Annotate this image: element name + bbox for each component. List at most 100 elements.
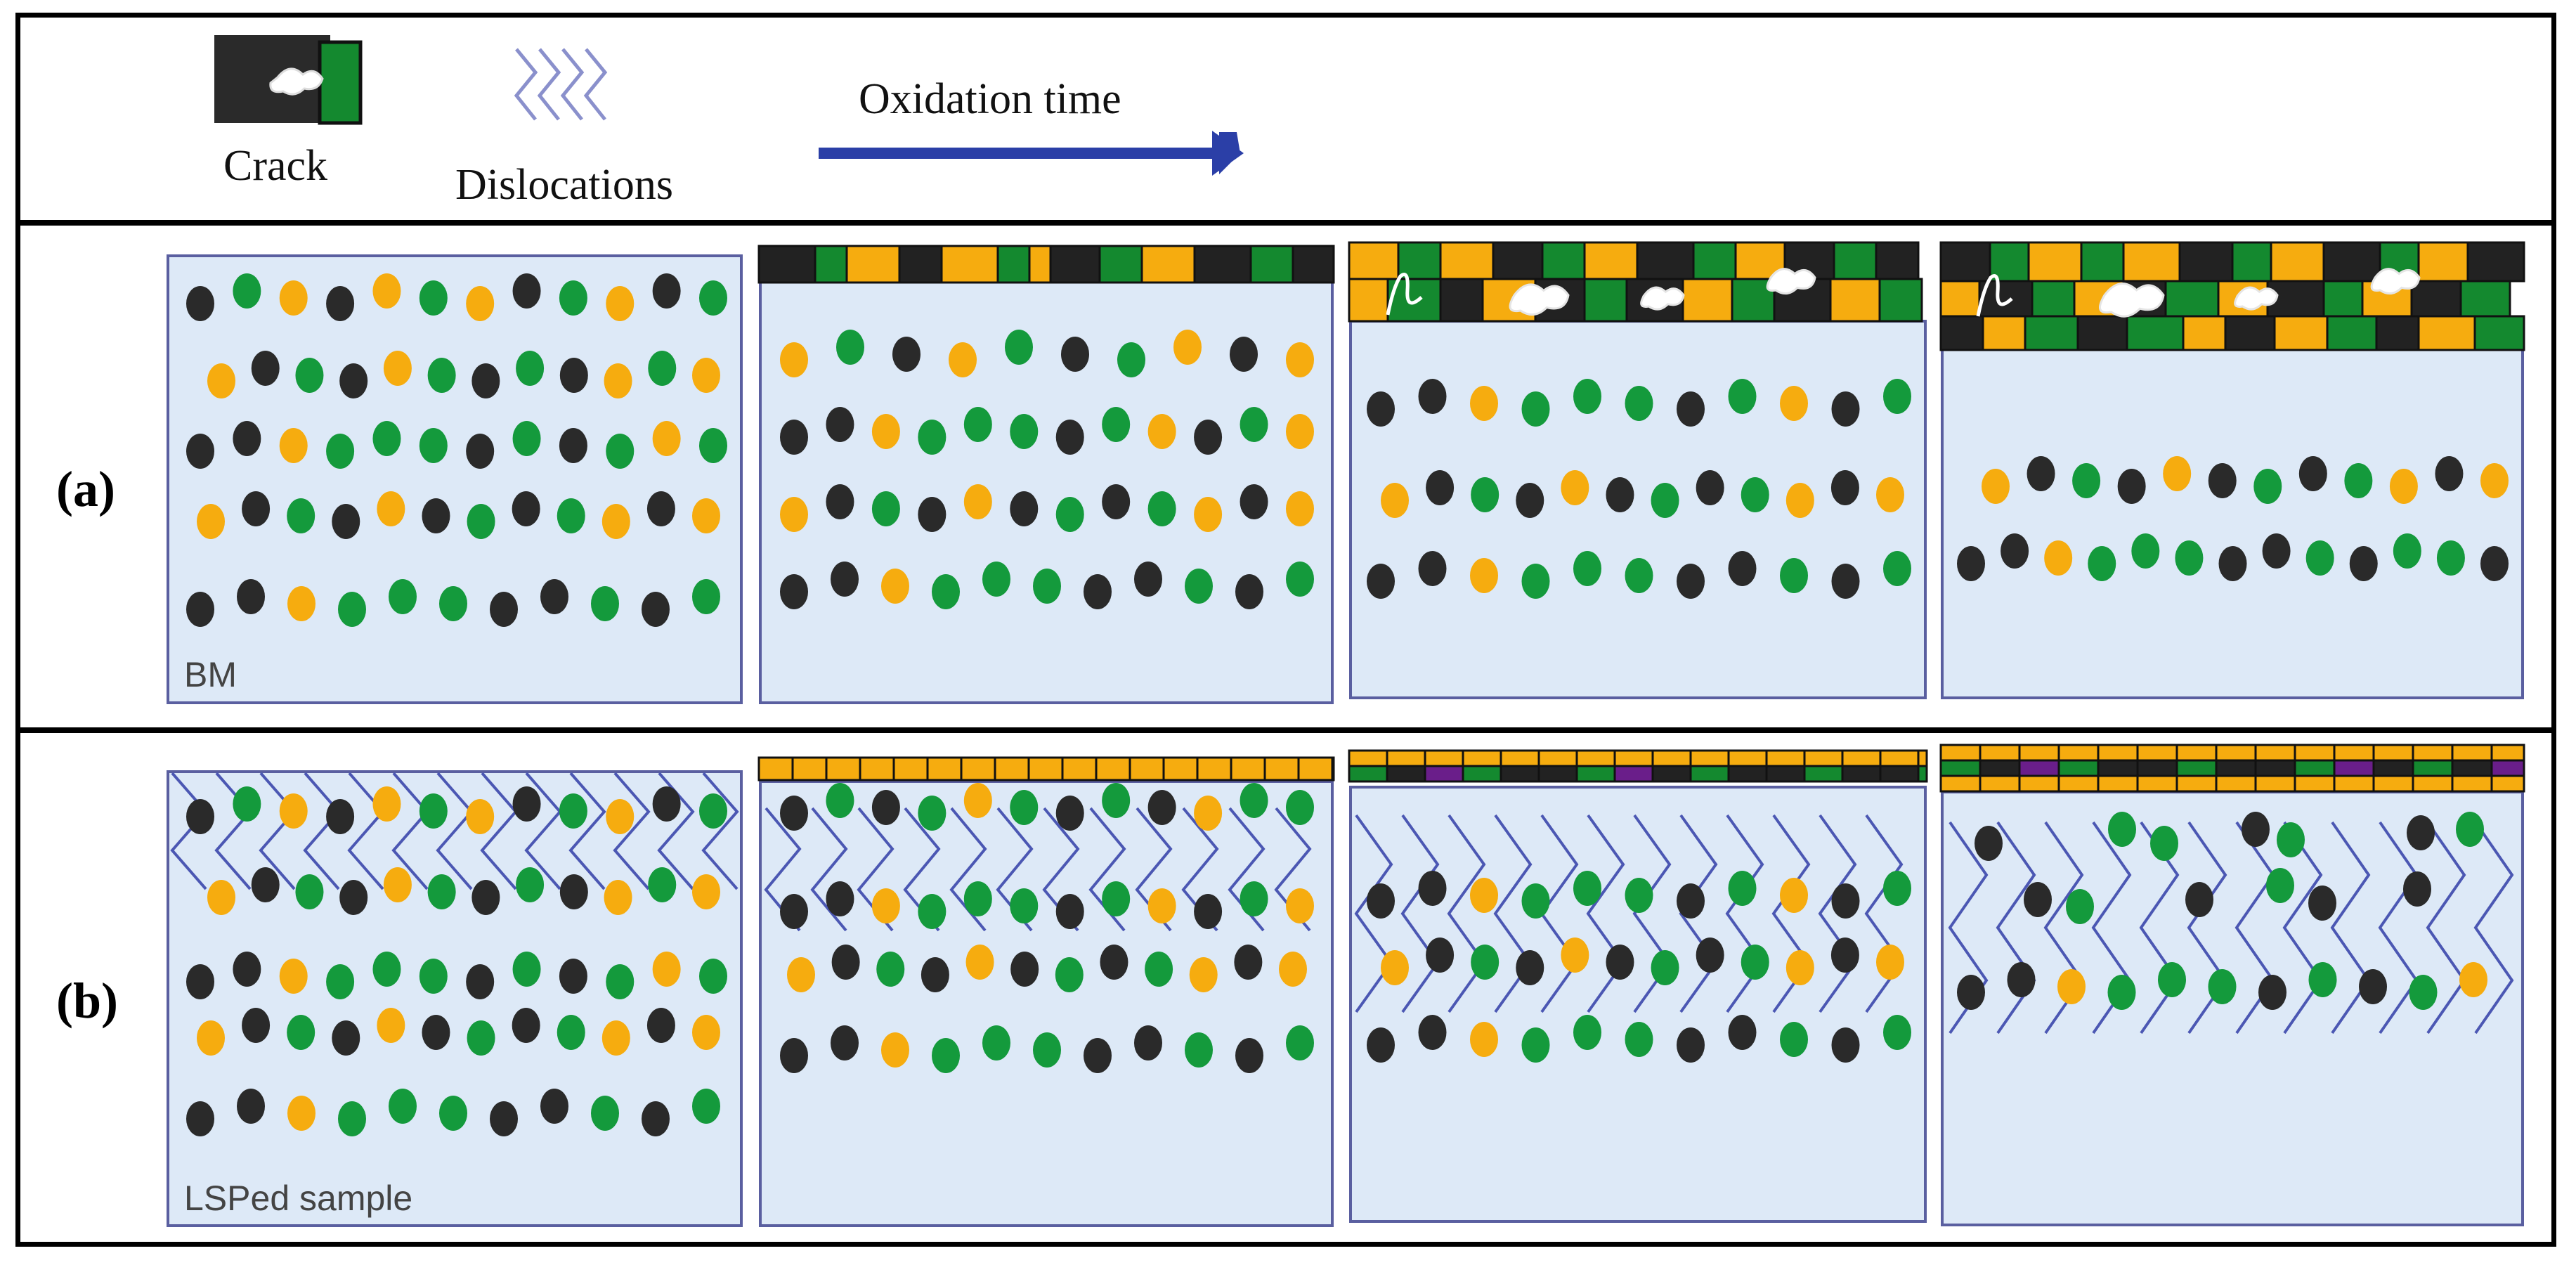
oxide-block <box>1263 756 1300 781</box>
atom <box>1286 562 1314 597</box>
atom <box>1516 950 1544 985</box>
atom <box>2349 546 2378 581</box>
atom <box>2108 812 2136 847</box>
atom <box>559 793 587 829</box>
crack <box>2098 283 2165 318</box>
atom <box>1102 484 1131 519</box>
atom <box>2163 456 2192 491</box>
atom <box>1381 483 1409 518</box>
oxide-block <box>1681 278 1733 323</box>
atom <box>2359 969 2387 1004</box>
atom <box>2305 540 2334 576</box>
oxide-block <box>2254 759 2296 777</box>
row-label-a: (a) <box>56 461 115 517</box>
atom <box>1235 1038 1263 1073</box>
atom <box>2459 962 2487 997</box>
atom <box>1470 558 1498 593</box>
atom <box>377 491 405 526</box>
atom <box>1418 1015 1447 1050</box>
atom <box>466 286 495 321</box>
dislocation <box>391 772 429 890</box>
oxide-block <box>1829 278 1881 323</box>
oxide-block <box>1841 765 1882 783</box>
atom <box>2403 871 2431 907</box>
atom <box>1883 1015 1911 1050</box>
oxide-block <box>1833 241 1878 280</box>
oxide-block <box>1879 765 1920 783</box>
oxide-block <box>2322 241 2381 283</box>
atom <box>1055 497 1084 532</box>
oxide-block <box>1348 765 1388 783</box>
atom <box>466 964 495 999</box>
oxide-block <box>814 245 848 284</box>
atom <box>1957 975 1985 1010</box>
atom <box>642 1101 670 1136</box>
atom <box>2308 962 2337 997</box>
oxide-block <box>1439 241 1495 280</box>
atom <box>963 484 992 519</box>
atom <box>1975 826 2003 861</box>
oxide-block <box>2466 241 2525 283</box>
atom <box>419 793 448 829</box>
oxidation-arrow-icon <box>819 131 1244 176</box>
oxide-block <box>2018 774 2060 793</box>
atom <box>2057 969 2086 1004</box>
atom <box>1883 379 1911 414</box>
atom <box>918 420 947 455</box>
oxide-block <box>1982 315 2027 351</box>
oxide-block <box>1917 765 1928 783</box>
atom <box>326 964 355 999</box>
atom <box>601 1020 630 1056</box>
atom <box>1883 551 1911 586</box>
atom <box>2480 463 2509 498</box>
crack-line <box>1976 274 2013 317</box>
atom <box>1741 945 1769 980</box>
panel-a3 <box>1349 320 1927 699</box>
atom <box>372 421 401 456</box>
atom <box>233 786 261 822</box>
atom <box>1573 871 1601 906</box>
atom <box>1573 379 1601 414</box>
atom <box>1005 330 1033 365</box>
atom <box>1521 391 1550 427</box>
dislocation <box>436 772 474 890</box>
atom <box>2253 469 2282 504</box>
oxide-block <box>1765 765 1806 783</box>
atom <box>512 786 541 822</box>
atom <box>1831 391 1860 427</box>
atom <box>1055 957 1084 992</box>
oxide-block <box>1841 749 1882 767</box>
atom <box>559 959 587 994</box>
atom <box>1367 391 1395 427</box>
atom <box>1780 558 1808 593</box>
atom <box>242 491 271 526</box>
atom <box>1785 483 1814 518</box>
atom <box>1516 483 1544 518</box>
oxide-block <box>1140 245 1196 284</box>
oxide-block <box>1939 280 1981 318</box>
oxide-block <box>2215 774 2257 793</box>
atom <box>982 562 1010 597</box>
oxide-block <box>2136 744 2178 762</box>
oxide-block <box>1193 245 1252 284</box>
atom <box>251 867 280 902</box>
oxide-block <box>825 756 861 781</box>
oxide-block <box>2231 241 2272 283</box>
oxide-block <box>1162 756 1199 781</box>
oxide-block <box>1917 749 1928 767</box>
atom <box>2409 975 2438 1010</box>
atom <box>1625 558 1653 593</box>
oxide-block <box>1939 759 1982 777</box>
atom <box>2456 812 2484 847</box>
atom <box>197 1020 225 1056</box>
atom <box>692 498 720 533</box>
atom <box>2150 826 2178 861</box>
oxide-block <box>1500 749 1540 767</box>
dislocation <box>1354 814 1393 1013</box>
atom <box>2158 962 2186 997</box>
atom <box>1010 491 1039 526</box>
atom <box>516 351 545 386</box>
oxide-block <box>1424 765 1464 783</box>
atom <box>1194 497 1223 532</box>
